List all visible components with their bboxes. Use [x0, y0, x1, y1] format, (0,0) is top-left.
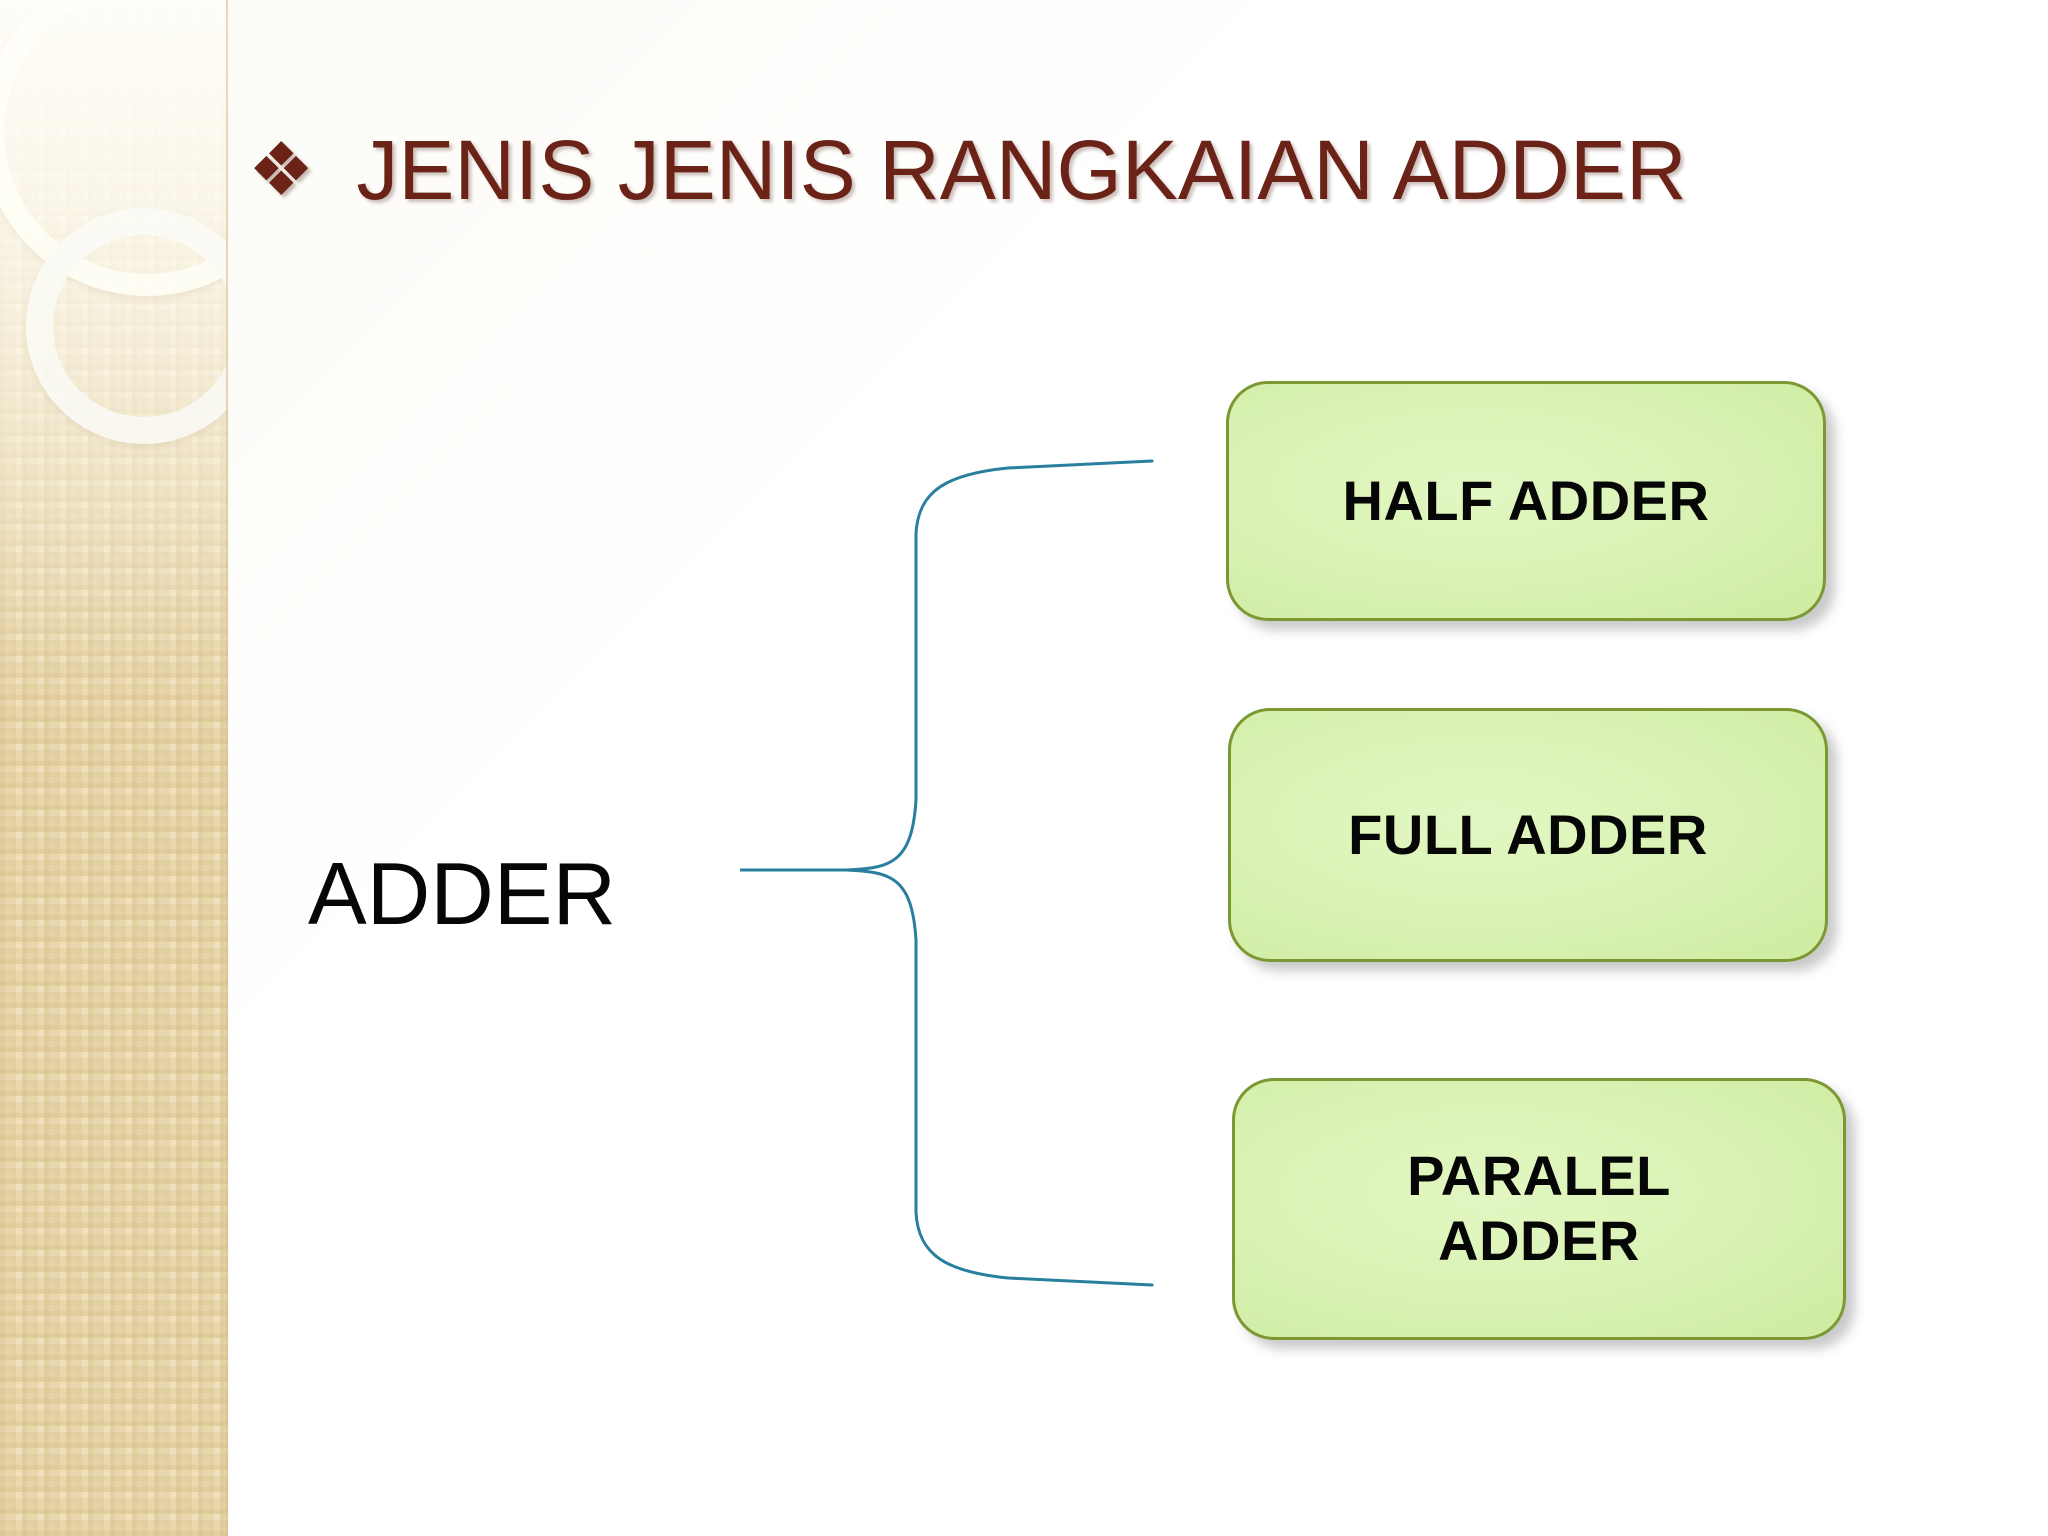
node-paralel-adder-line2: ADDER	[1438, 1209, 1640, 1272]
slide-sidebar-decoration	[0, 0, 228, 1536]
node-full-adder[interactable]: FULL ADDER	[1228, 708, 1828, 962]
sidebar-edge-divider	[226, 0, 228, 1536]
node-full-adder-label: FULL ADDER	[1348, 802, 1708, 866]
node-half-adder[interactable]: HALF ADDER	[1226, 381, 1826, 621]
node-half-adder-label: HALF ADDER	[1342, 468, 1710, 532]
slide-title-row: ❖ JENIS JENIS RANGKAIAN ADDER	[248, 128, 1687, 212]
node-paralel-adder[interactable]: PARALEL ADDER	[1232, 1078, 1846, 1340]
node-paralel-adder-label: PARALEL ADDER	[1407, 1144, 1671, 1274]
node-paralel-adder-line1: PARALEL	[1407, 1144, 1671, 1208]
diamond-cluster-bullet-icon: ❖	[248, 128, 315, 211]
page-title: JENIS JENIS RANGKAIAN ADDER	[356, 123, 1687, 217]
root-node-label: ADDER	[308, 844, 617, 943]
bracket-connector	[740, 459, 1154, 1287]
